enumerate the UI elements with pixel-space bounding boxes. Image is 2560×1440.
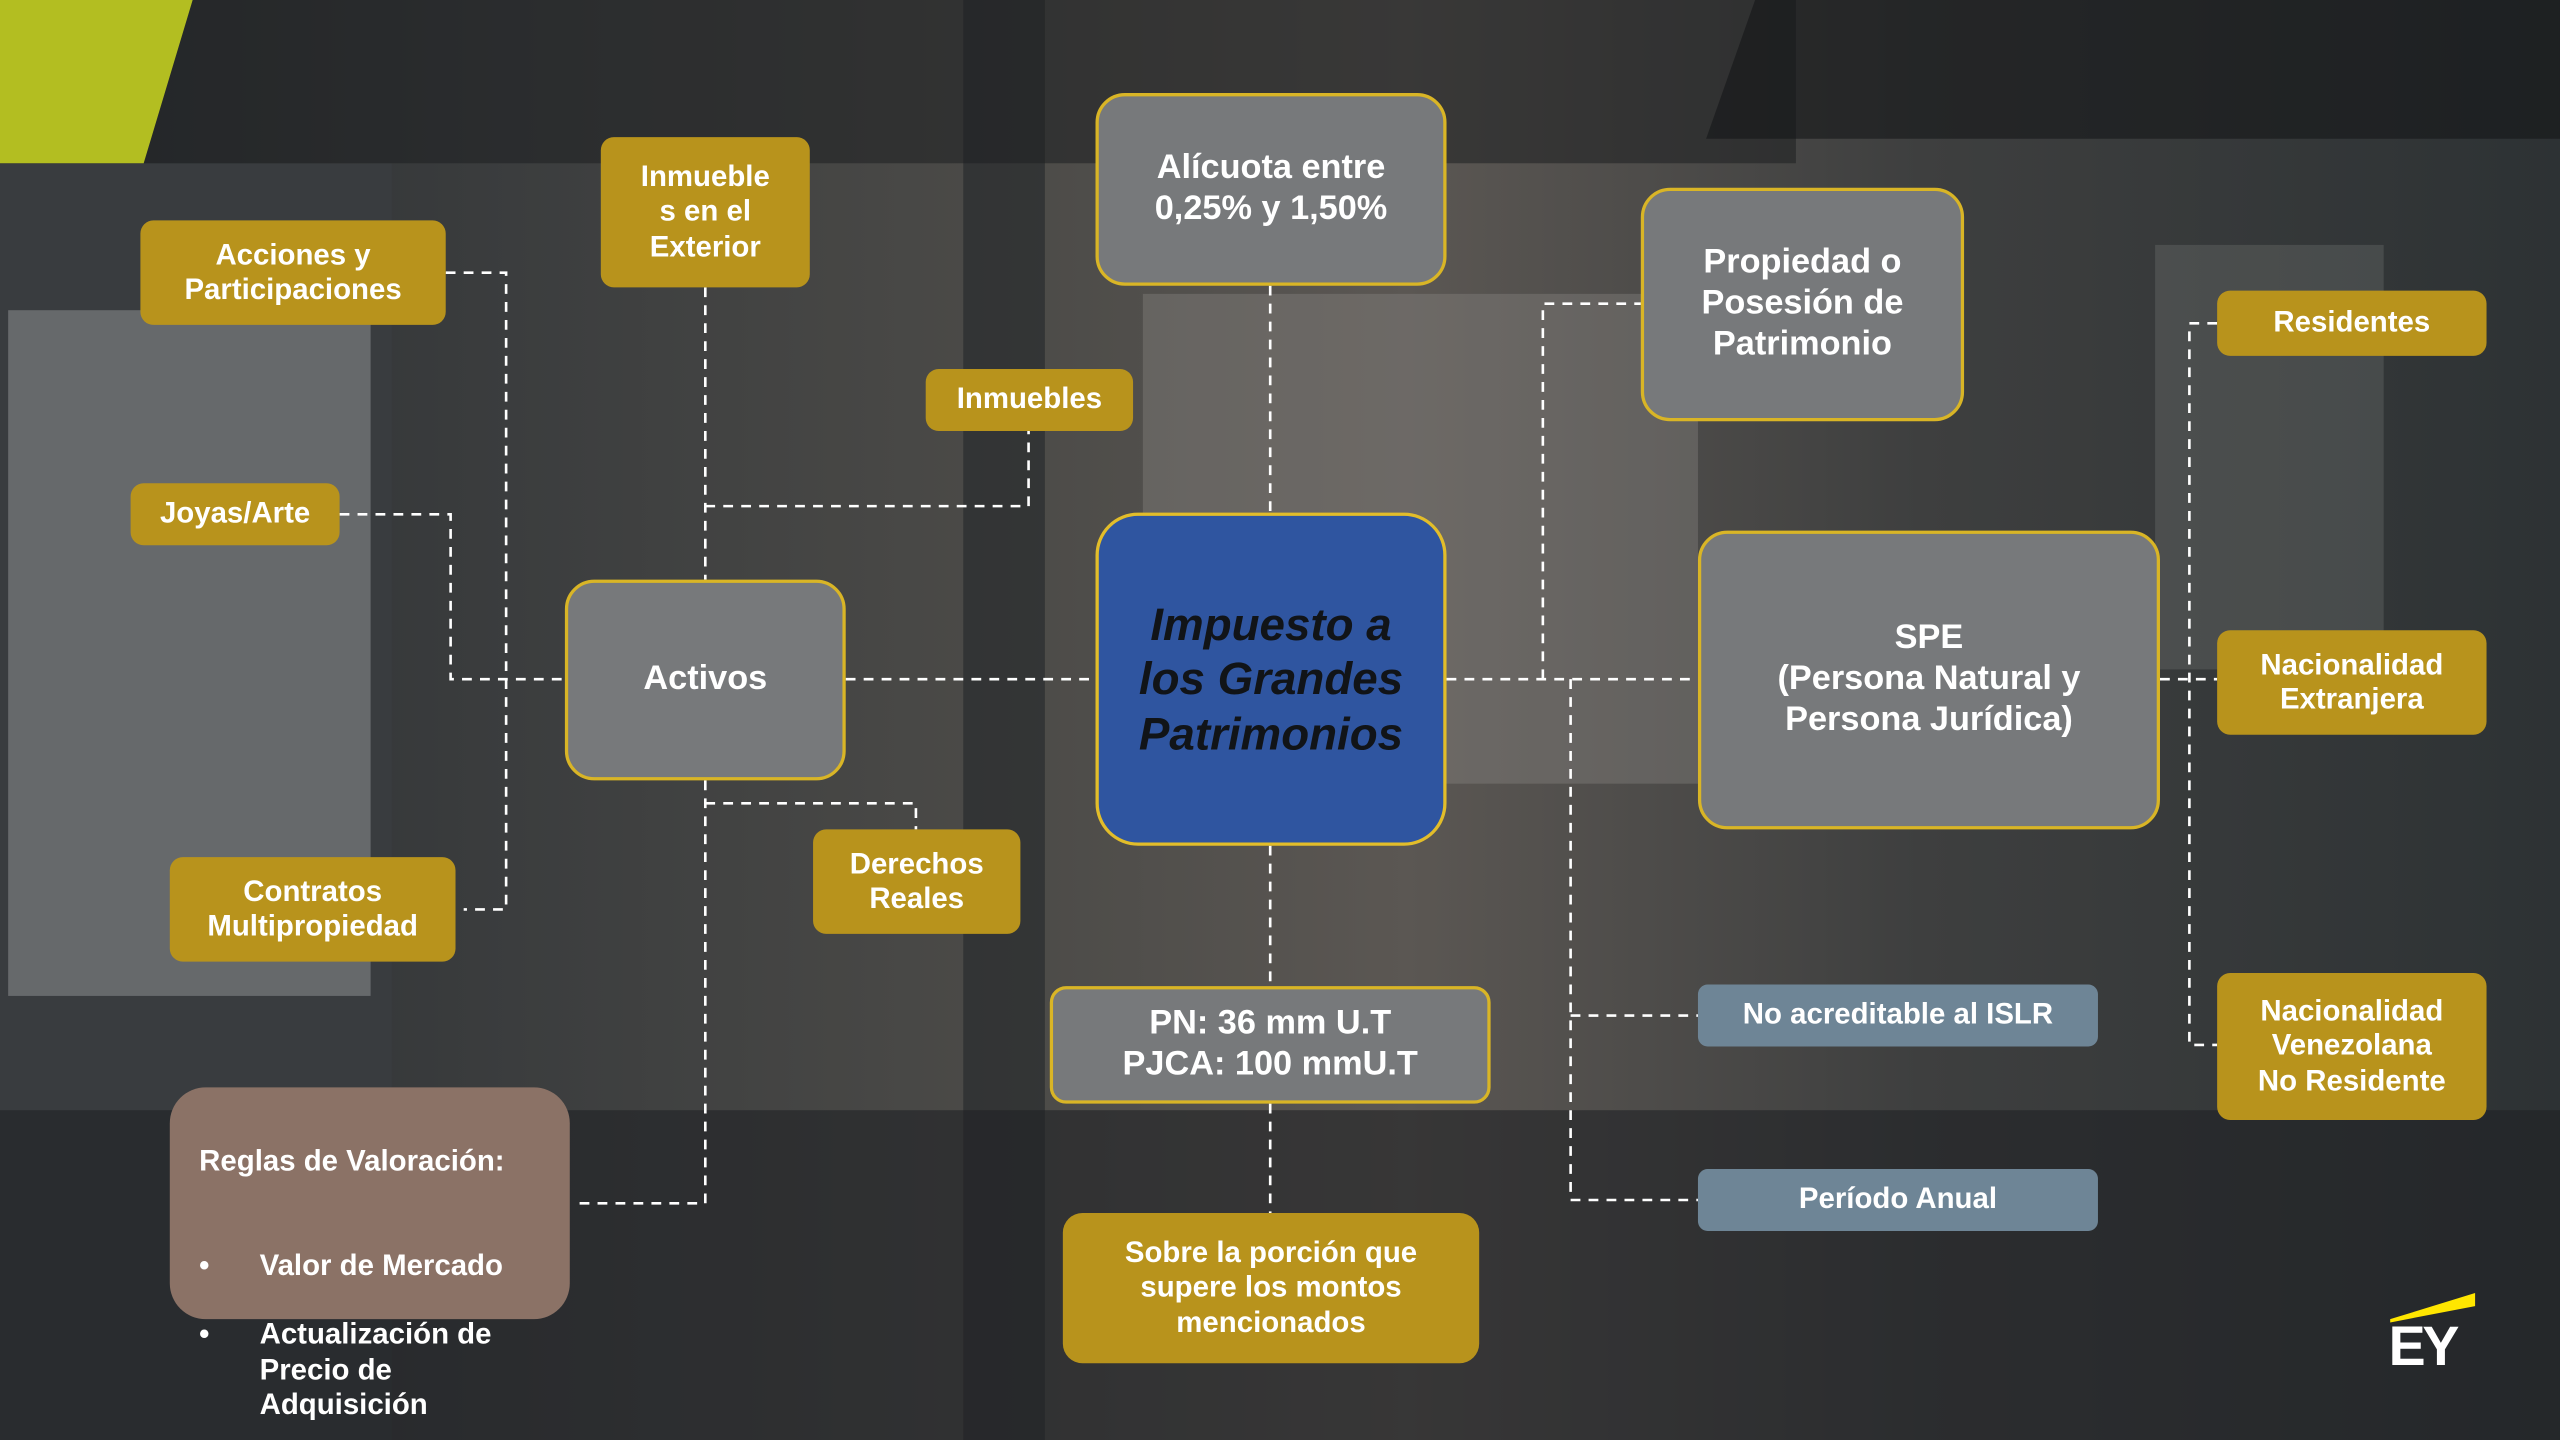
center-node-impuesto: Impuesto a los Grandes Patrimonios: [1095, 512, 1447, 846]
alicuota-node: Alícuota entre 0,25% y 1,50%: [1095, 93, 1447, 286]
derechos-reales-node: Derechos Reales: [813, 829, 1021, 934]
inmuebles-node: Inmuebles: [925, 368, 1134, 432]
ey-beam-icon: [2390, 1293, 2476, 1323]
nacionalidad-extranjera-node: Nacionalidad Extranjera: [2217, 630, 2487, 735]
reglas-item: Valor de Mercado: [199, 1249, 504, 1284]
reglas-valoracion-box: Reglas de Valoración: Valor de Mercado A…: [169, 1087, 570, 1420]
reglas-list: Valor de Mercado Actualización de Precio…: [199, 1214, 504, 1440]
ey-logo-text: EY: [2388, 1315, 2460, 1378]
activos-node: Activos: [564, 579, 846, 781]
ey-logo: EY: [2384, 1283, 2482, 1381]
reglas-title: Reglas de Valoración:: [199, 1144, 505, 1178]
propiedad-node: Propiedad o Posesión de Patrimonio: [1640, 187, 1965, 422]
acciones-node: Acciones y Participaciones: [140, 220, 446, 325]
residentes-node: Residentes: [2217, 290, 2487, 356]
periodo-anual-node: Período Anual: [1697, 1168, 2098, 1232]
no-acreditable-node: No acreditable al ISLR: [1697, 984, 2098, 1047]
sobre-porcion-node: Sobre la porción que supere los montos m…: [1062, 1213, 1480, 1364]
reglas-item: Actualización de Precio de Adquisición: [199, 1318, 504, 1422]
nacionalidad-venezolana-node: Nacionalidad Venezolana No Residente: [2217, 973, 2487, 1120]
spe-node: SPE (Persona Natural y Persona Jurídica): [1697, 530, 2160, 830]
inmuebles-exterior-node: Inmueble s en el Exterior: [600, 137, 810, 288]
joyas-node: Joyas/Arte: [130, 483, 340, 546]
umbral-node: PN: 36 mm U.T PJCA: 100 mmU.T: [1049, 986, 1491, 1104]
contratos-node: Contratos Multipropiedad: [169, 857, 456, 962]
